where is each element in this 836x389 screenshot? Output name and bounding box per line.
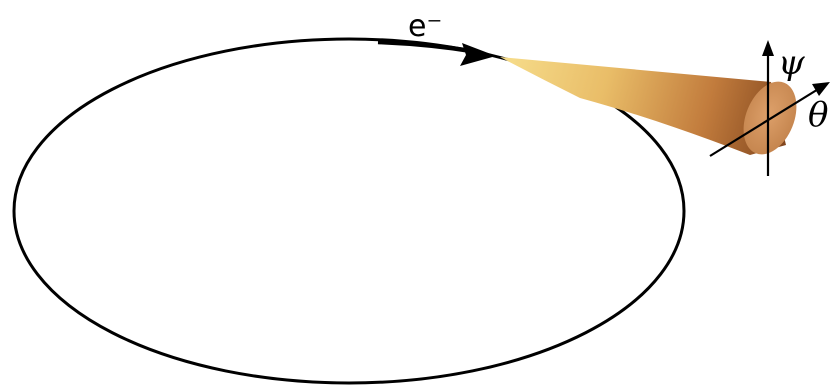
theta-axis — [709, 87, 821, 157]
electron-label: e⁻ — [408, 9, 442, 44]
theta-label: θ — [808, 95, 828, 135]
theta-axis-arrowhead — [812, 82, 830, 96]
psi-label: ψ — [778, 43, 805, 83]
radiation-cone — [500, 57, 786, 155]
electron-direction-arrowhead — [460, 43, 496, 66]
electron-orbit — [12, 37, 686, 385]
psi-axis-arrowhead — [762, 40, 774, 56]
